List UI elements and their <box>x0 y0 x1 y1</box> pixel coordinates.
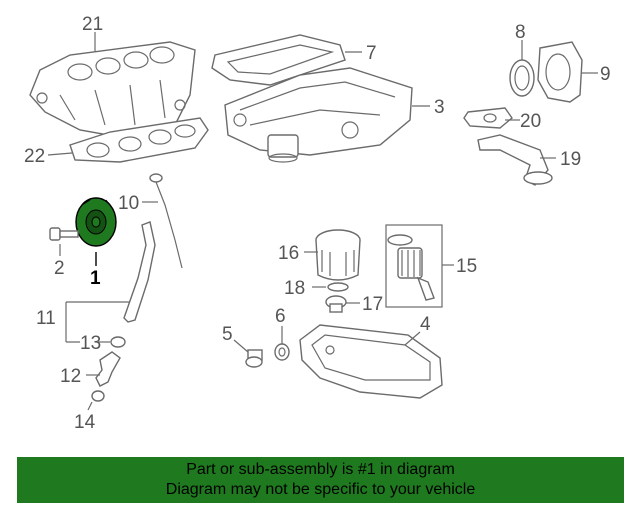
part-upper-oil-pan[interactable] <box>224 67 413 163</box>
part-filter-cap[interactable] <box>315 229 361 281</box>
part-pressure-switch[interactable] <box>95 351 121 387</box>
label-15: 15 <box>456 256 477 277</box>
label-1: 1 <box>90 268 101 289</box>
label-11: 11 <box>36 308 56 329</box>
part-strainer-gasket[interactable] <box>463 107 513 129</box>
part-drain-plug-gasket[interactable] <box>274 343 290 361</box>
part-rear-seal[interactable] <box>509 59 535 97</box>
label-14: 14 <box>74 412 96 433</box>
part-filter-drain-plug[interactable] <box>325 295 347 313</box>
label-21: 21 <box>82 14 103 35</box>
label-17: 17 <box>362 294 383 315</box>
part-upper-pan-gasket[interactable] <box>211 34 346 86</box>
info-banner: Part or sub-assembly is #1 in diagram Di… <box>17 457 624 503</box>
part-pulley-bolt[interactable] <box>49 227 79 241</box>
part-lower-oil-pan[interactable] <box>299 324 443 399</box>
label-12: 12 <box>60 366 81 387</box>
part-oil-dipstick[interactable] <box>149 173 183 269</box>
part-switch-washer[interactable] <box>91 390 105 402</box>
label-5: 5 <box>222 324 233 345</box>
label-16: 16 <box>278 243 299 264</box>
label-13: 13 <box>80 333 101 354</box>
label-22: 22 <box>24 146 45 167</box>
label-3: 3 <box>434 97 445 118</box>
part-seal-retainer[interactable] <box>537 41 583 103</box>
part-filter-element[interactable] <box>385 224 443 308</box>
part-oil-strainer[interactable] <box>477 134 553 186</box>
label-19: 19 <box>560 149 581 170</box>
banner-line-2: Diagram may not be specific to your vehi… <box>165 481 476 498</box>
parts-diagram: 21 22 7 3 8 9 2 <box>24 14 611 433</box>
label-10: 10 <box>118 193 139 214</box>
label-4: 4 <box>420 314 431 335</box>
part-guide-oring[interactable] <box>110 336 126 348</box>
label-2: 2 <box>54 258 65 279</box>
label-8: 8 <box>515 22 526 43</box>
part-pan-drain-plug[interactable] <box>245 349 263 368</box>
part-intake-gasket[interactable] <box>69 117 209 163</box>
label-18: 18 <box>284 278 305 299</box>
banner-line-1: Part or sub-assembly is #1 in diagram <box>186 461 455 478</box>
label-20: 20 <box>520 111 541 132</box>
label-9: 9 <box>600 64 611 85</box>
part-dipstick-guide[interactable] <box>123 221 156 323</box>
part-crankshaft-pulley[interactable] <box>75 197 117 247</box>
label-7: 7 <box>366 43 377 64</box>
label-6: 6 <box>275 306 286 327</box>
part-cap-oring[interactable] <box>327 282 349 292</box>
